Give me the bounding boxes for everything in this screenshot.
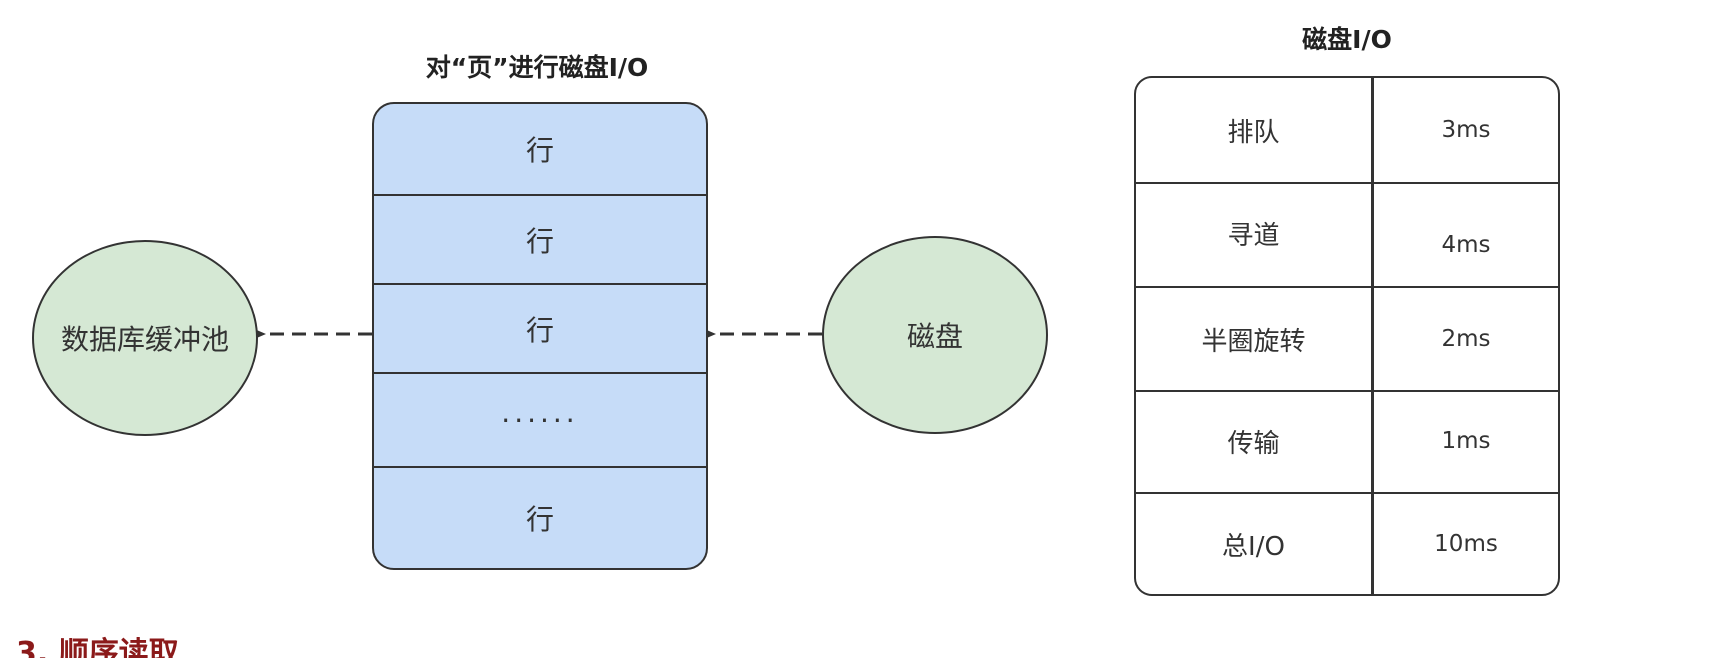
io-row-value: 4ms: [1441, 232, 1491, 258]
page-row: 行: [525, 503, 554, 536]
page-row: 行: [525, 224, 554, 258]
section-heading: 3. 顺序读取: [16, 636, 179, 658]
io-row-divider: [1136, 492, 1558, 494]
buffer-pool-node: 数据库缓冲池: [32, 240, 258, 436]
disk-label: 磁盘: [906, 320, 963, 353]
io-row-divider: [1136, 390, 1558, 392]
io-table-column-divider: [1371, 78, 1374, 594]
io-row-value: 2ms: [1441, 326, 1491, 352]
page-row-divider: [374, 194, 706, 196]
io-row-label: 总I/O: [1222, 531, 1285, 562]
io-row-label: 寻道: [1227, 220, 1280, 251]
page-row-divider: [374, 466, 706, 468]
buffer-pool-label: 数据库缓冲池: [60, 323, 229, 356]
page-block: 行 行 行 ······ 行: [372, 102, 708, 570]
page-row-divider: [374, 372, 706, 374]
page-row: 行: [525, 313, 554, 347]
page-row-divider: [374, 283, 706, 285]
io-row-value: 10ms: [1434, 531, 1498, 557]
io-row-value: 3ms: [1441, 117, 1491, 143]
io-cost-table: 排队 3ms 寻道 4ms 半圈旋转 2ms 传输 1ms 总I/O 10ms: [1134, 76, 1560, 596]
io-row-divider: [1136, 286, 1558, 288]
page-row: 行: [525, 134, 554, 167]
page-row-ellipsis: ······: [501, 403, 579, 437]
io-row-divider: [1136, 182, 1558, 184]
page-title: 对“页”进行磁盘I/O: [425, 53, 649, 82]
io-row-label: 排队: [1227, 117, 1280, 148]
disk-node: 磁盘: [822, 236, 1048, 434]
io-row-label: 传输: [1227, 428, 1280, 459]
io-row-label: 半圈旋转: [1201, 326, 1306, 357]
io-row-value: 1ms: [1441, 428, 1491, 454]
io-table-title: 磁盘I/O: [1302, 25, 1392, 54]
